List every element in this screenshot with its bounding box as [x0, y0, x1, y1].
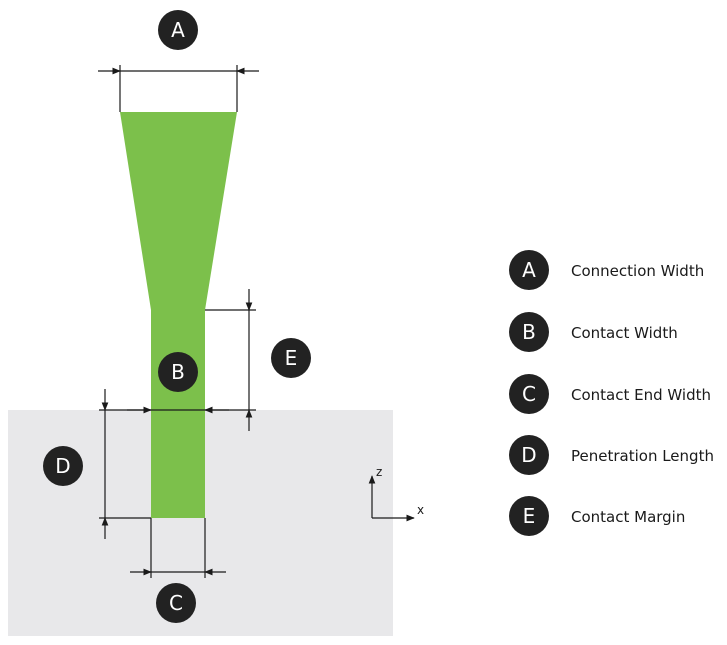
legend-item-c: C Contact End Width: [509, 374, 711, 414]
svg-text:B: B: [171, 360, 185, 384]
svg-text:C: C: [522, 382, 536, 406]
legend-item-e: E Contact Margin: [509, 496, 685, 536]
svg-text:A: A: [522, 258, 536, 282]
svg-text:E: E: [285, 346, 298, 370]
callout-c: C: [156, 583, 196, 623]
svg-text:B: B: [522, 320, 536, 344]
svg-text:C: C: [169, 591, 183, 615]
dimension-c: [130, 518, 226, 578]
dimension-e: [205, 289, 256, 431]
legend-label: Contact Width: [571, 324, 678, 342]
dimension-a: [98, 65, 259, 112]
svg-text:D: D: [55, 454, 70, 478]
callout-b: B: [158, 352, 198, 392]
probe-tapered-section: [120, 112, 237, 310]
callout-d: D: [43, 446, 83, 486]
svg-text:A: A: [171, 18, 185, 42]
coordinate-axes: z x: [368, 465, 424, 522]
callout-a: A: [158, 10, 198, 50]
legend-item-a: A Connection Width: [509, 250, 704, 290]
callout-e: E: [271, 338, 311, 378]
legend-label: Connection Width: [571, 262, 704, 280]
legend-item-d: D Penetration Length: [509, 435, 714, 475]
legend-label: Contact End Width: [571, 386, 711, 404]
legend: A Connection Width B Contact Width C Con…: [509, 250, 714, 536]
svg-text:E: E: [523, 504, 536, 528]
x-axis-label: x: [417, 503, 424, 517]
z-axis-label: z: [376, 465, 382, 479]
legend-item-b: B Contact Width: [509, 312, 678, 352]
dimension-d: [99, 389, 151, 539]
legend-label: Contact Margin: [571, 508, 685, 526]
probe-contact-section: [151, 309, 205, 518]
svg-text:D: D: [521, 443, 536, 467]
legend-label: Penetration Length: [571, 447, 714, 465]
